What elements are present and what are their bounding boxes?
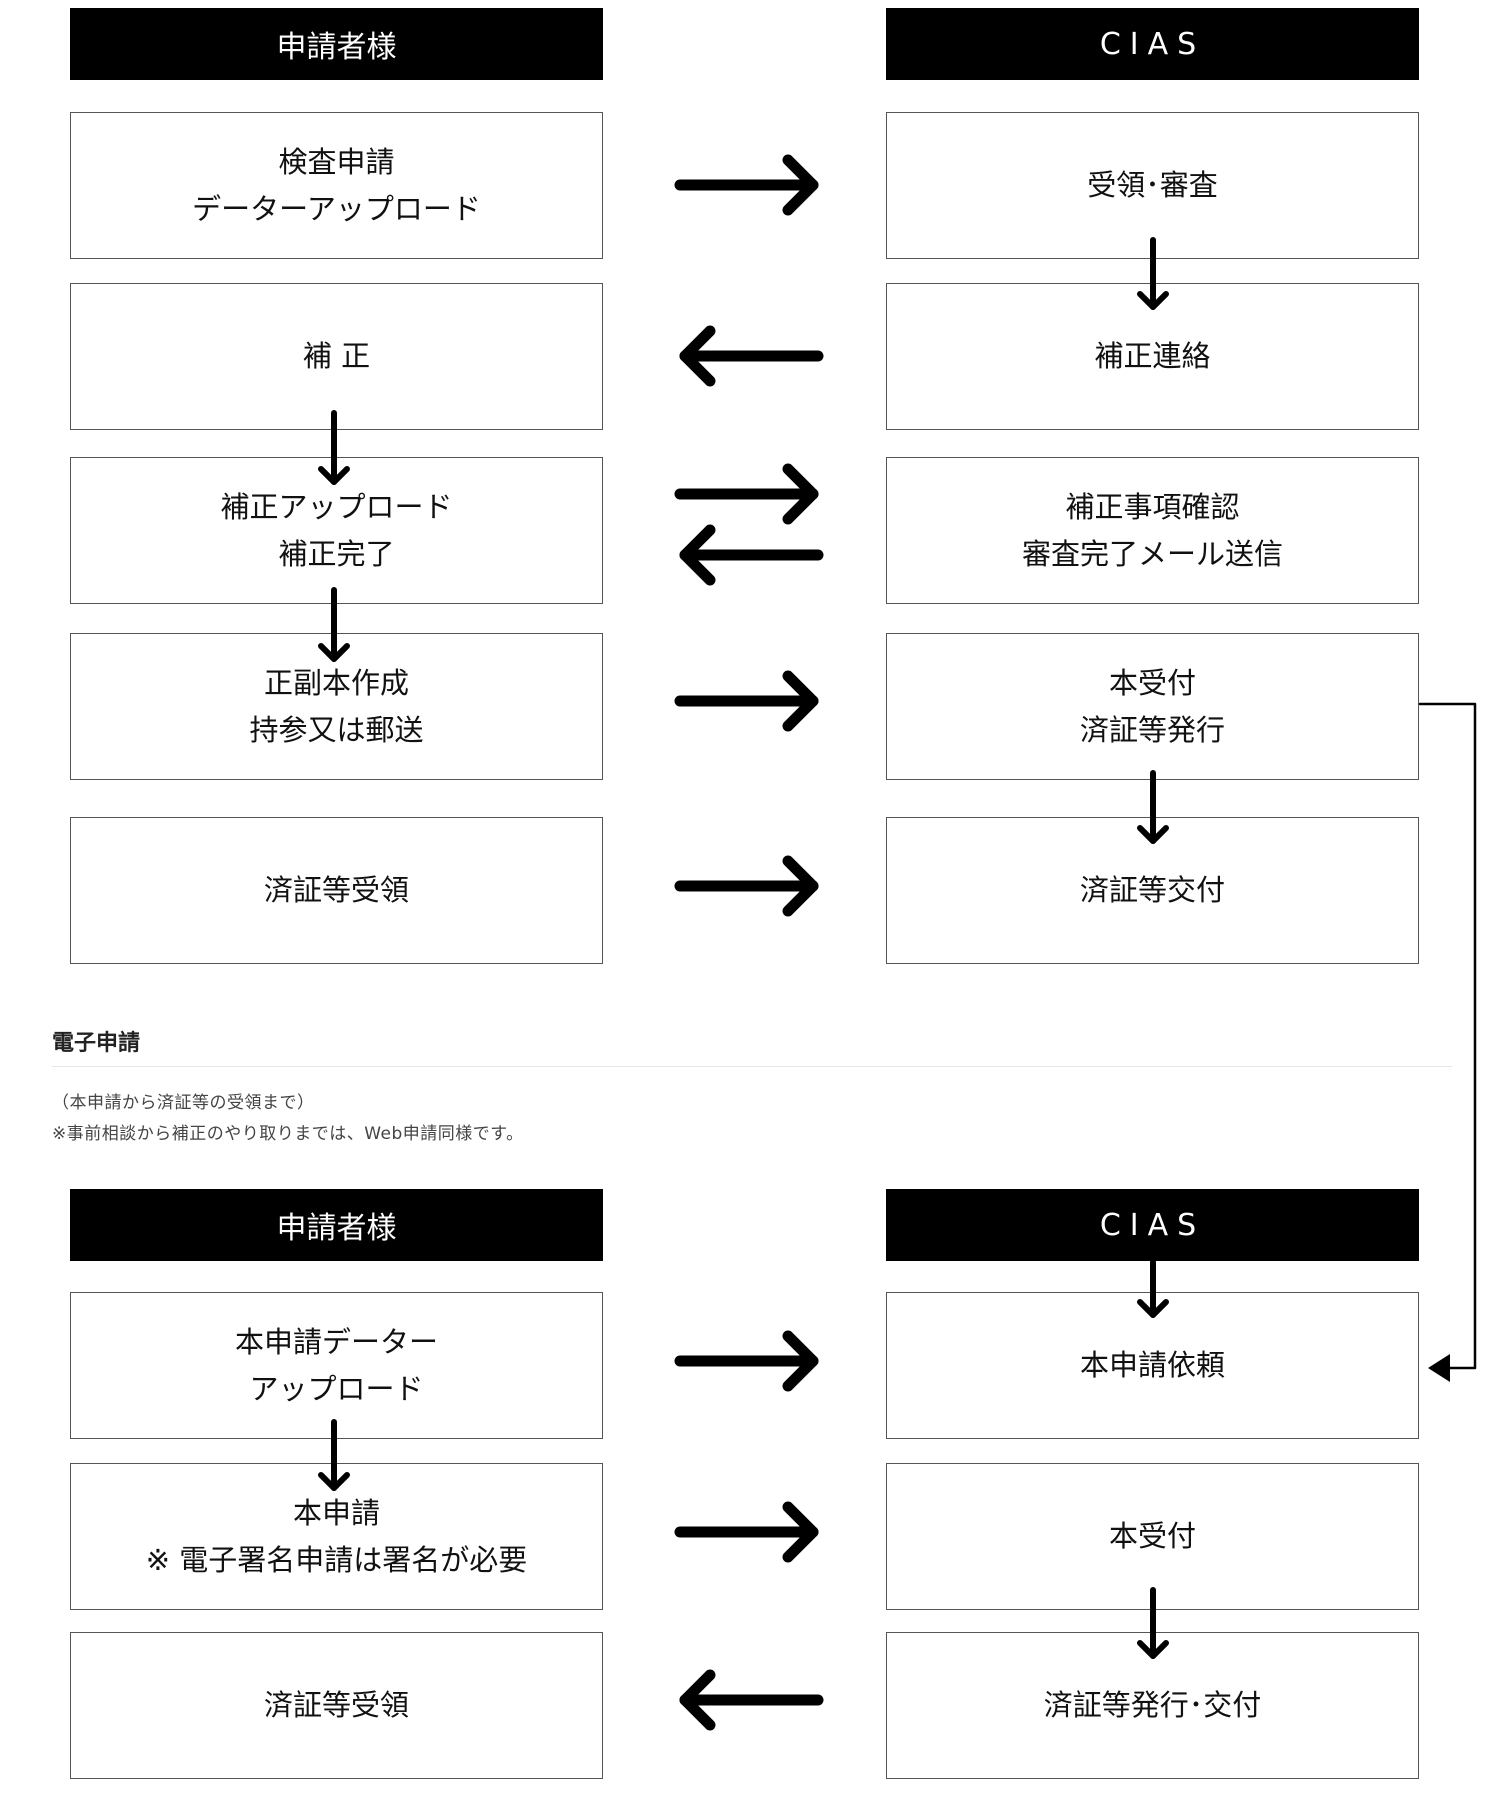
arrow-right-icon [674,154,819,216]
step-line: 済証等発行 [1079,712,1225,747]
step-line: 検査申請 [278,145,395,180]
step-line: 本申請依頼 [1079,1348,1225,1383]
arrow-right-icon [674,855,819,917]
step-line: 持参又は郵送 [249,712,424,747]
section-divider [52,1066,1452,1067]
step-correction-upload: 補正アップロード 補正完了 [70,457,603,604]
step-line: 補正アップロード [220,490,453,525]
step-issue-deliver-certificate: 済証等発行･交付 [886,1632,1419,1779]
applicant-header-bottom: 申請者様 [70,1189,603,1261]
arrow-left-icon [679,524,824,586]
step-correction-notice: 補正連絡 [886,283,1419,430]
step-receipt-review: 受領･審査 [886,112,1419,259]
step-main-acceptance-bottom: 本受付 [886,1463,1419,1610]
step-main-application-request: 本申請依頼 [886,1292,1419,1439]
arrow-right-icon [674,1501,819,1563]
step-receive-certificate: 済証等受領 [70,817,603,964]
applicant-header-top: 申請者様 [70,8,603,80]
step-line: 済証等受領 [263,873,409,908]
step-line: 補正連絡 [1094,339,1211,374]
step-line: データーアップロード [192,191,481,226]
step-line: 正副本作成 [263,666,409,701]
step-main-data-upload: 本申請データー アップロード [70,1292,603,1439]
cias-header-top: CIAS [886,8,1419,80]
step-line: 済証等受領 [263,1688,409,1723]
step-line: 本受付 [1108,1519,1196,1554]
arrow-right-icon [674,1330,819,1392]
step-line: 本受付 [1108,666,1196,701]
connector-arrow-icon [1418,702,1477,1370]
step-line: アップロード [249,1371,424,1406]
step-line: 本申請データー [234,1325,438,1360]
step-issue-certificate: 済証等交付 [886,817,1419,964]
step-line: 済証等交付 [1079,873,1225,908]
cias-header-bottom: CIAS [886,1189,1419,1261]
arrow-left-icon [679,325,824,387]
section-note-scope: （本申請から済証等の受領まで） [52,1093,315,1113]
step-correction: 補 正 [70,283,603,430]
arrowhead-left-icon [1428,1354,1450,1382]
step-line: 補正事項確認 [1065,490,1240,525]
step-line: 受領･審査 [1087,168,1218,203]
step-main-application: 本申請 ※ 電子署名申請は署名が必要 [70,1463,603,1610]
step-line: 補正完了 [278,536,395,571]
step-line: 済証等発行･交付 [1043,1688,1262,1723]
arrow-right-icon [674,463,819,525]
step-inspection-application: 検査申請 データーアップロード [70,112,603,259]
step-create-copies: 正副本作成 持参又は郵送 [70,633,603,780]
section-note-same-as-web: ※事前相談から補正のやり取りまでは、Web申請同様です。 [52,1124,524,1144]
step-correction-confirm: 補正事項確認 審査完了メール送信 [886,457,1419,604]
arrow-right-icon [674,670,819,732]
step-main-acceptance: 本受付 済証等発行 [886,633,1419,780]
step-line: 補 正 [302,339,371,374]
step-line: 審査完了メール送信 [1021,536,1283,571]
section-title: 電子申請 [52,1031,141,1056]
arrow-left-icon [679,1669,824,1731]
step-line: ※ 電子署名申請は署名が必要 [145,1542,528,1577]
step-receive-certificate-bottom: 済証等受領 [70,1632,603,1779]
step-line: 本申請 [292,1496,380,1531]
